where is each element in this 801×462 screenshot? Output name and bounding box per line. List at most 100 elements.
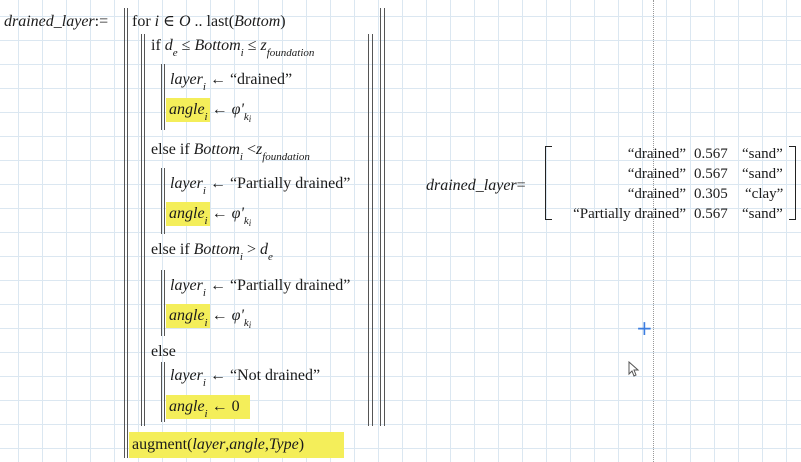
equals-sign: = bbox=[516, 177, 526, 194]
bottom-index: i bbox=[239, 251, 243, 263]
program-bar-outer-1 bbox=[124, 8, 125, 458]
layer-var: layer bbox=[170, 71, 203, 88]
else-if-keyword: else if bbox=[151, 241, 190, 258]
crosshair-cursor-icon: + bbox=[636, 316, 653, 340]
phi-index: i bbox=[248, 320, 252, 330]
matrix-cell-2-2: “clay” bbox=[745, 186, 784, 202]
for-keyword: for bbox=[132, 13, 151, 30]
d-var: d bbox=[259, 241, 268, 258]
d-var: d bbox=[164, 37, 173, 54]
range-arg: Bottom bbox=[234, 13, 281, 30]
z-subscript: foundation bbox=[262, 151, 310, 163]
layer-index: i bbox=[202, 287, 206, 299]
highlight-augment bbox=[129, 432, 344, 458]
result-label[interactable]: drained_layer= bbox=[426, 176, 526, 196]
matrix-bracket-right bbox=[789, 146, 796, 220]
if-condition[interactable]: if de ≤ Bottomi ≤ zfoundation bbox=[151, 36, 315, 59]
layer-index: i bbox=[202, 81, 206, 93]
angle-index: i bbox=[204, 408, 208, 420]
not-drained-string: “Not drained” bbox=[229, 367, 321, 384]
page-margin-line bbox=[653, 0, 654, 462]
matrix-cell-2-1: 0.305 bbox=[694, 186, 728, 202]
assign-arrow: ← bbox=[211, 307, 228, 324]
assign-layer-4[interactable]: layeri ← “Not drained” bbox=[170, 366, 321, 389]
assign-arrow: ← bbox=[209, 367, 226, 384]
leq-symbol-2: ≤ bbox=[247, 37, 257, 54]
gt-symbol: > bbox=[246, 241, 256, 258]
partially-drained-string: “Partially drained” bbox=[229, 277, 351, 294]
matrix-cell-3-2: “sand” bbox=[742, 206, 783, 222]
matrix-cell-3-0: “Partially drained” bbox=[573, 206, 686, 222]
phi-index: i bbox=[248, 114, 252, 124]
lt-symbol: < bbox=[246, 141, 256, 158]
highlight-angle-2 bbox=[166, 202, 210, 226]
z-var: z bbox=[255, 141, 263, 158]
angle-index: i bbox=[204, 215, 208, 227]
matrix-cell-0-1: 0.567 bbox=[694, 146, 728, 162]
matrix-cell-2-0: “drained” bbox=[627, 186, 686, 202]
program-bar-for-1 bbox=[141, 34, 142, 426]
assign-layer-2[interactable]: layeri ← “Partially drained” bbox=[170, 174, 350, 197]
matrix-cell-1-1: 0.567 bbox=[694, 166, 728, 182]
angle-var: angle bbox=[169, 205, 205, 222]
for-line[interactable]: for i ∈ O .. last(Bottom) bbox=[132, 12, 286, 32]
result-var: drained_layer bbox=[426, 177, 517, 194]
assign-angle-1[interactable]: anglei ← φ'ki bbox=[169, 100, 252, 124]
angle-var: angle bbox=[169, 101, 205, 118]
zero-value: 0 bbox=[231, 398, 240, 415]
branch-bar-1b bbox=[164, 64, 165, 130]
matrix-cell-0-0: “drained” bbox=[627, 146, 686, 162]
program-bar-right-3 bbox=[368, 34, 369, 426]
matrix-bracket-left bbox=[545, 146, 552, 220]
else-if-condition-1[interactable]: else if Bottomi <zfoundation bbox=[151, 140, 310, 163]
assign-arrow: ← bbox=[209, 175, 226, 192]
in-symbol: ∈ bbox=[163, 13, 175, 30]
layer-index: i bbox=[202, 185, 206, 197]
branch-bar-1a bbox=[161, 64, 162, 130]
phi-var: φ' bbox=[231, 307, 244, 324]
assign-angle-2[interactable]: anglei ← φ'ki bbox=[169, 204, 251, 228]
matrix-cell-1-0: “drained” bbox=[627, 166, 686, 182]
phi-subscript: k bbox=[243, 111, 249, 123]
phi-subscript: k bbox=[243, 215, 249, 227]
phi-subscript: k bbox=[243, 317, 249, 329]
program-bar-right-1 bbox=[380, 8, 381, 426]
bottom-var: Bottom bbox=[193, 141, 240, 158]
assign-layer-3[interactable]: layeri ← “Partially drained” bbox=[170, 276, 351, 299]
drained-string: “drained” bbox=[229, 71, 293, 88]
assign-arrow: ← bbox=[209, 71, 226, 88]
program-bar-outer-2 bbox=[127, 8, 128, 458]
phi-var: φ' bbox=[231, 101, 244, 118]
augment-function: augment bbox=[132, 436, 188, 453]
layer-var: layer bbox=[170, 367, 203, 384]
else-keyword[interactable]: else bbox=[151, 343, 176, 360]
mouse-pointer-icon bbox=[628, 361, 640, 377]
paren-open: ( bbox=[187, 436, 193, 453]
assign-arrow: ← bbox=[211, 205, 228, 222]
angle-var: angle bbox=[169, 398, 205, 415]
z-subscript: foundation bbox=[266, 47, 315, 59]
assign-layer-1[interactable]: layeri ← “drained” bbox=[170, 70, 293, 93]
branch-bar-3a bbox=[161, 270, 162, 336]
paren-close: ) bbox=[298, 436, 305, 453]
z-var: z bbox=[260, 37, 267, 54]
branch-bar-2a bbox=[161, 168, 162, 234]
leq-symbol: ≤ bbox=[181, 37, 191, 54]
augment-return[interactable]: augment(layer,angle,Type) bbox=[132, 435, 304, 455]
bottom-index: i bbox=[240, 47, 244, 59]
definition-var: drained_layer bbox=[4, 13, 95, 30]
angle-var: angle bbox=[169, 307, 205, 324]
arg-layer: layer bbox=[192, 436, 226, 453]
branch-bar-3b bbox=[164, 270, 165, 336]
program-bar-for-2 bbox=[144, 34, 145, 426]
branch-bar-4a bbox=[161, 362, 162, 422]
else-if-keyword: else if bbox=[151, 141, 190, 158]
angle-index: i bbox=[204, 111, 208, 123]
else-if-condition-2[interactable]: else if Bottomi > de bbox=[151, 240, 273, 263]
arg-angle: angle bbox=[229, 436, 265, 453]
assign-angle-4[interactable]: anglei ← 0 bbox=[169, 397, 240, 420]
if-keyword: if bbox=[151, 37, 161, 54]
definition-name[interactable]: drained_layer:= bbox=[4, 12, 108, 32]
assign-angle-3[interactable]: anglei ← φ'ki bbox=[169, 306, 252, 330]
layer-index: i bbox=[202, 377, 206, 389]
